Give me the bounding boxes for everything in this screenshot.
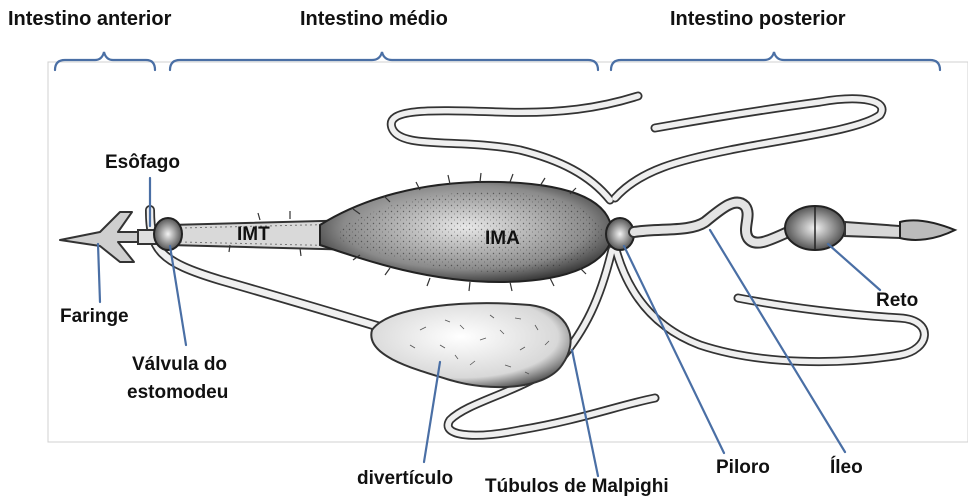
section-posterior-label: Intestino posterior [670, 8, 846, 31]
diverticulo-label: divertículo [357, 468, 453, 490]
section-medio-label: Intestino médio [300, 8, 448, 31]
valvula-label-line1: Válvula do [132, 354, 227, 376]
section-anterior-label: Intestino anterior [8, 8, 171, 31]
valvula-label-line2: estomodeu [127, 382, 228, 404]
tubulos-label: Túbulos de Malpighi [485, 476, 669, 498]
piloro-label: Piloro [716, 457, 770, 479]
ileo-label: Íleo [830, 457, 863, 479]
reto-label: Reto [876, 290, 918, 312]
imt-label: IMT [237, 224, 270, 246]
faringe-label: Faringe [60, 306, 129, 328]
ima-label: IMA [485, 228, 520, 250]
stomodeal-valve [154, 218, 182, 250]
esofago-label: Esôfago [105, 152, 180, 174]
